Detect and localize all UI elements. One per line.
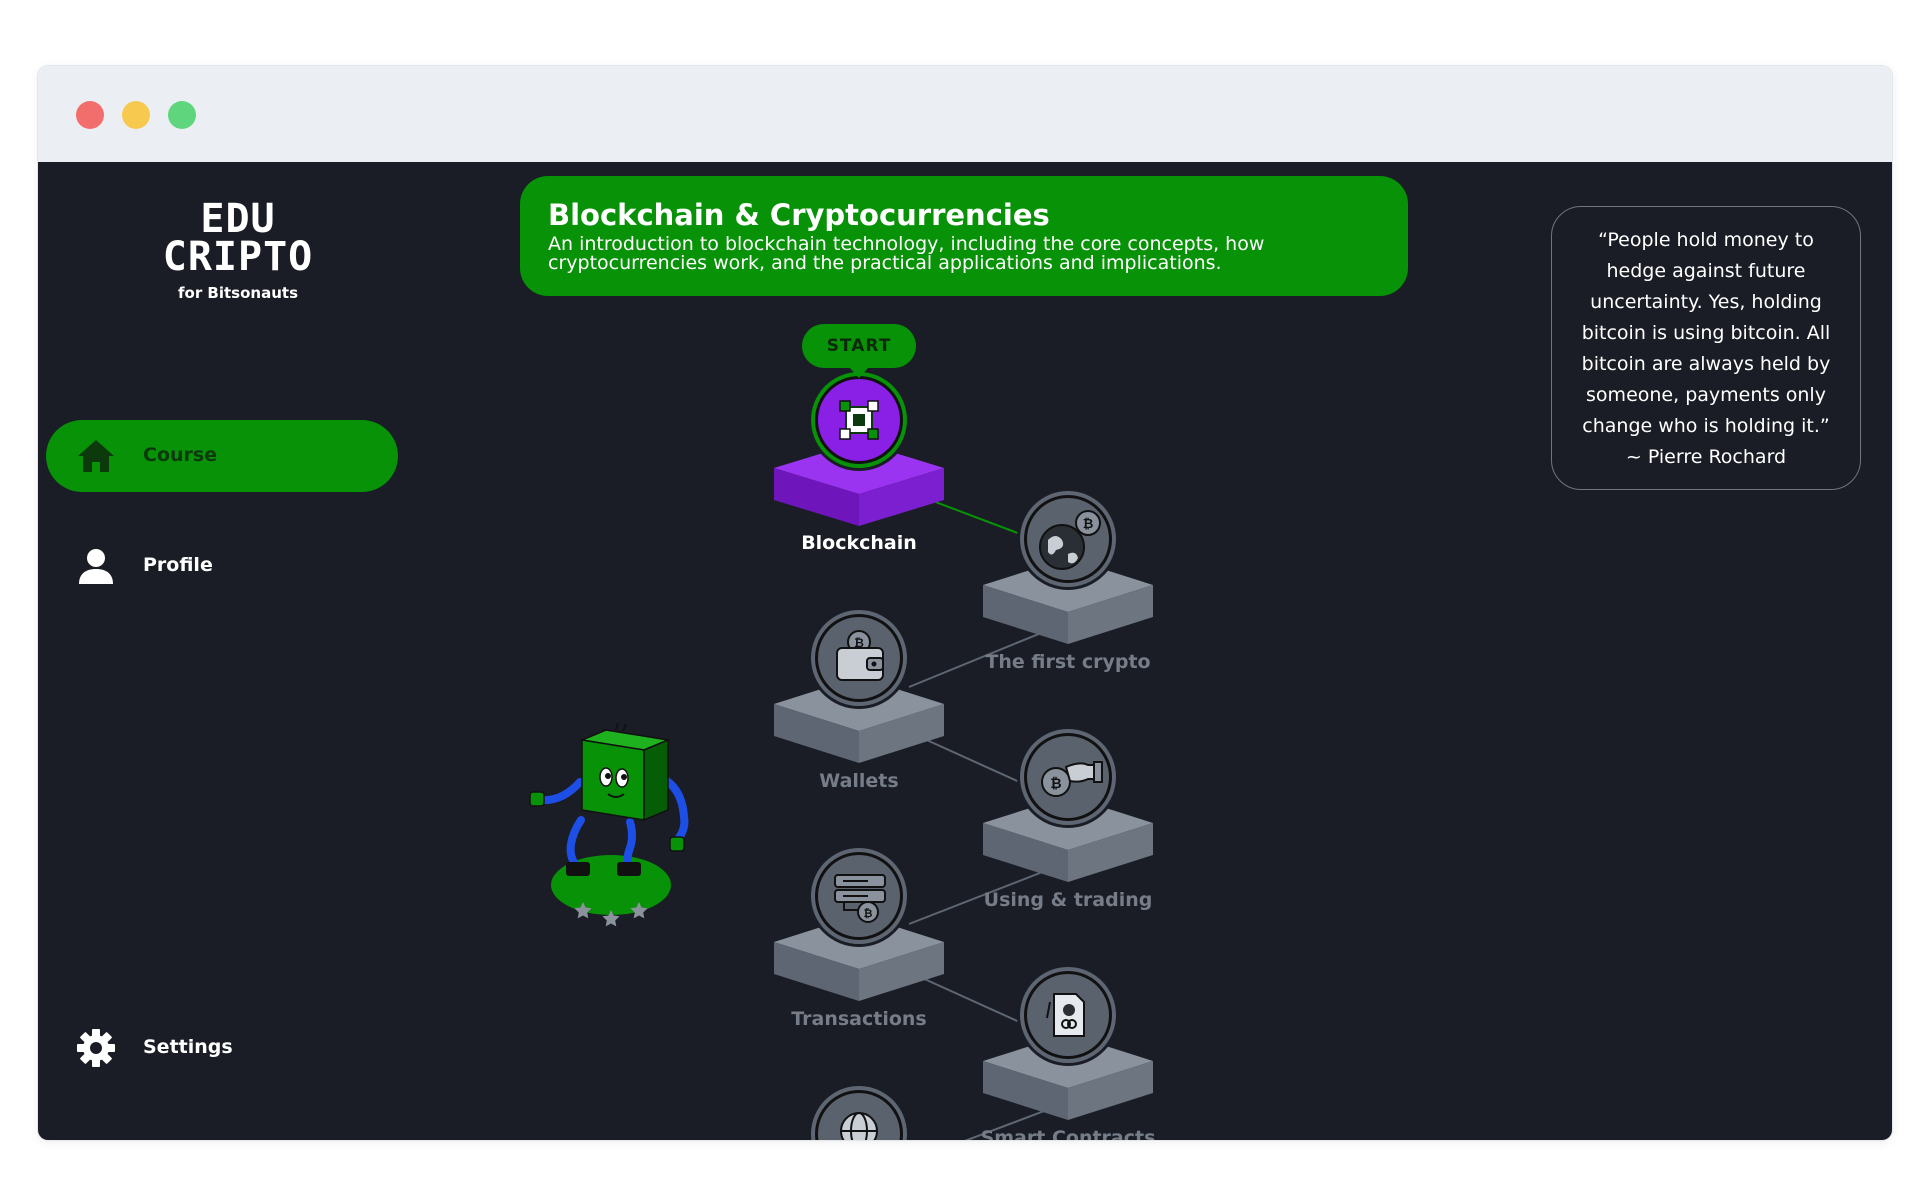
quote-card: “People hold money to hedge against futu… xyxy=(1551,206,1861,490)
logo-line-1: EDU xyxy=(200,196,276,242)
star-icon xyxy=(630,902,648,919)
contract-document-icon xyxy=(1046,993,1085,1037)
course-node-using-trading[interactable]: ₿ xyxy=(983,726,1153,882)
maximize-window-button[interactable] xyxy=(168,101,196,129)
sidebar-item-label: Settings xyxy=(143,1036,233,1058)
logo-line-2: CRIPTO xyxy=(162,234,314,280)
mascot-character[interactable] xyxy=(529,722,689,915)
star-icon xyxy=(602,910,620,927)
user-icon xyxy=(79,549,113,584)
node-label-smart-contracts[interactable]: Smart Contracts xyxy=(980,1127,1156,1140)
server-coin-icon: ₿ xyxy=(834,874,886,923)
app-area: EDU CRIPTO for Bitsonauts Course Profile xyxy=(38,162,1892,1140)
svg-text:₿: ₿ xyxy=(1050,776,1061,792)
quote-author: ~ Pierre Rochard xyxy=(1625,446,1787,468)
svg-text:₿: ₿ xyxy=(864,907,873,920)
globe-bitcoin-icon: ₿ xyxy=(1039,510,1101,570)
sidebar-item-settings[interactable]: Settings xyxy=(46,1012,398,1084)
node-label-first-crypto[interactable]: The first crypto xyxy=(985,651,1151,673)
svg-text:₿: ₿ xyxy=(854,636,864,650)
node-label-blockchain[interactable]: Blockchain xyxy=(801,532,917,554)
course-description-line-2: cryptocurrencies work, and the practical… xyxy=(548,252,1222,274)
course-node-wallets[interactable]: ₿ xyxy=(774,607,944,763)
sidebar-item-course[interactable]: Course xyxy=(46,420,398,492)
start-badge: START xyxy=(802,324,916,368)
course-node-web[interactable] xyxy=(774,1083,944,1140)
course-title: Blockchain & Cryptocurrencies xyxy=(548,198,1050,232)
minimize-window-button[interactable] xyxy=(122,101,150,129)
sidebar-item-label: Profile xyxy=(143,554,213,576)
star-rating xyxy=(574,902,648,927)
node-label-wallets[interactable]: Wallets xyxy=(819,770,899,792)
course-node-transactions[interactable]: ₿ xyxy=(774,845,944,1001)
home-icon xyxy=(78,440,114,472)
blockchain-cube-icon xyxy=(839,400,879,440)
window-titlebar xyxy=(38,66,1892,162)
quote-text: “People hold money to hedge against futu… xyxy=(1581,229,1831,437)
course-node-smart-contracts[interactable] xyxy=(983,964,1153,1120)
learning-path-map: ₿ ₿ xyxy=(529,369,1153,1140)
node-label-transactions[interactable]: Transactions xyxy=(791,1008,927,1030)
app-logo[interactable]: EDU CRIPTO for Bitsonauts xyxy=(138,196,338,302)
svg-text:₿: ₿ xyxy=(1083,517,1094,532)
course-banner: Blockchain & Cryptocurrencies An introdu… xyxy=(520,176,1408,296)
course-node-blockchain[interactable] xyxy=(774,369,944,526)
logo-tagline: for Bitsonauts xyxy=(177,284,298,302)
path-connector xyxy=(964,1101,1069,1140)
course-description-line-1: An introduction to blockchain technology… xyxy=(548,233,1265,255)
node-label-using-trading[interactable]: Using & trading xyxy=(983,889,1153,911)
sidebar-item-label: Course xyxy=(143,444,218,466)
gear-icon xyxy=(77,1029,115,1067)
wallet-icon: ₿ xyxy=(836,630,884,681)
close-window-button[interactable] xyxy=(76,101,104,129)
course-node-first-crypto[interactable]: ₿ xyxy=(983,488,1153,644)
browser-window: EDU CRIPTO for Bitsonauts Course Profile xyxy=(38,66,1892,1140)
star-icon xyxy=(574,902,592,919)
web-globe-icon xyxy=(840,1112,878,1140)
start-badge-pointer xyxy=(849,367,869,378)
hand-coin-icon: ₿ xyxy=(1041,761,1103,797)
sidebar-item-profile[interactable]: Profile xyxy=(46,530,398,602)
course-description: An introduction to blockchain technology… xyxy=(548,235,1308,273)
